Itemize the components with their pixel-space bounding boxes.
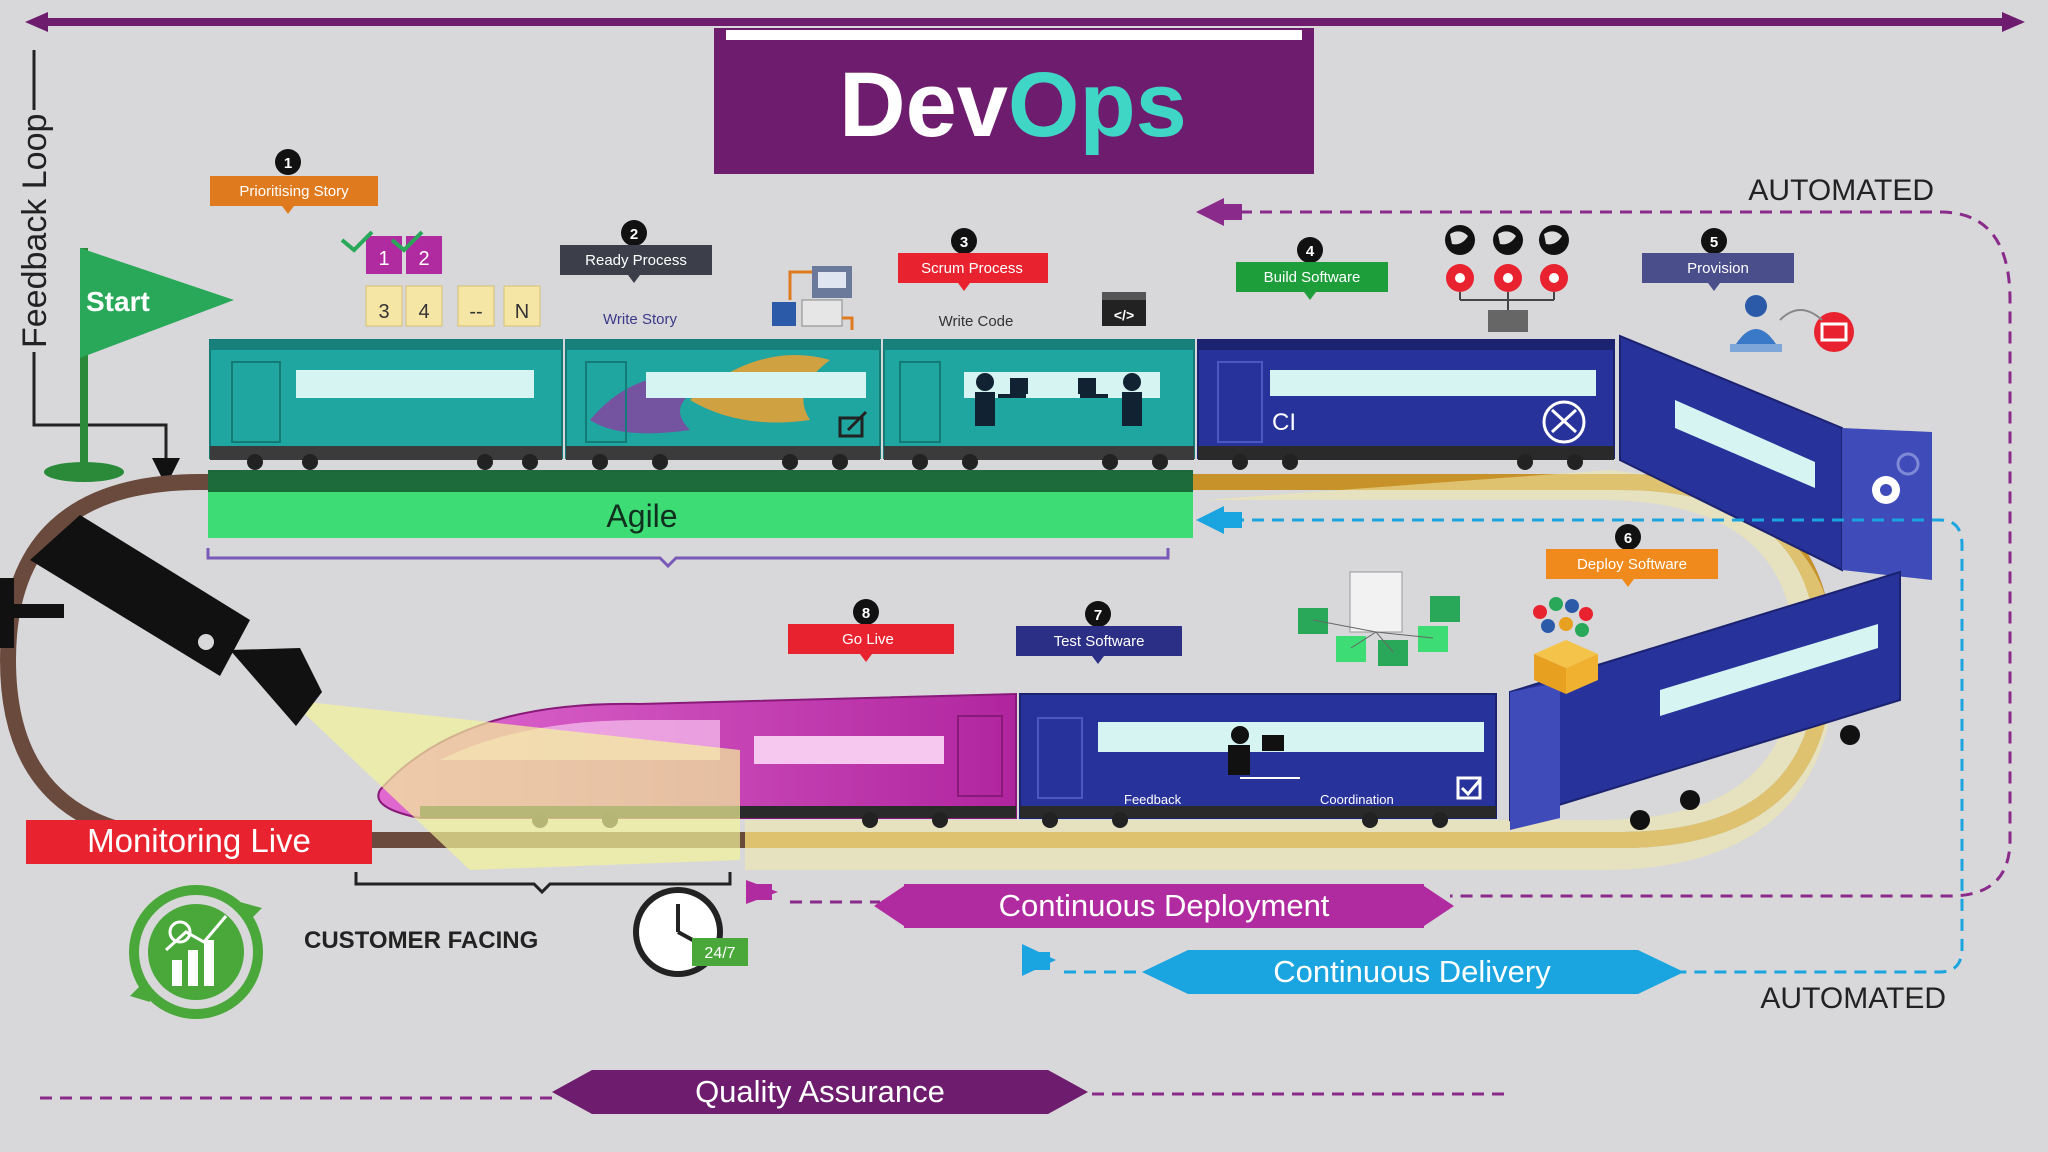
svg-text:1: 1: [284, 155, 292, 172]
title-dev: Dev: [839, 54, 1008, 156]
svg-text:3: 3: [960, 234, 968, 251]
backlog-card: 3: [378, 301, 389, 323]
developers-icon: [975, 373, 1142, 426]
build-globes-icon: [1445, 225, 1569, 255]
svg-text:</>: </>: [1114, 307, 1134, 323]
svg-text:2: 2: [630, 226, 638, 243]
title-ops: Ops: [1008, 54, 1187, 156]
automated-bottom-flow: AUTOMATED: [1196, 506, 1964, 1015]
coordination-icon: [1228, 726, 1284, 775]
write-story-label: Write Story: [603, 311, 677, 328]
edit-icon: [838, 410, 868, 438]
clock-icon: 24/7: [633, 887, 748, 977]
start-label: Start: [86, 286, 150, 317]
step-8: 8 Go Live: [788, 599, 954, 662]
coordination-text: Coordination: [1320, 792, 1394, 807]
step-4: 4 Build Software: [1236, 237, 1388, 300]
customer-facing-bracket: [354, 872, 732, 895]
continuous-deployment-label: Continuous Deployment: [999, 888, 1330, 923]
step-5: 5 Provision: [1642, 228, 1794, 291]
title-banner: DevOps: [714, 28, 1314, 174]
clock-badge: 24/7: [704, 945, 735, 962]
backlog-card: --: [469, 301, 482, 323]
step-label: Test Software: [1054, 633, 1145, 650]
step-label: Deploy Software: [1577, 556, 1687, 573]
analytics-cycle-icon: [129, 885, 263, 1019]
backlog-cards: 1 2 3 4 -- N: [340, 230, 541, 327]
top-arrow-line: [25, 12, 2025, 32]
step-label: Provision: [1687, 260, 1749, 277]
teal-car-1: [209, 339, 563, 470]
provision-car: [1619, 334, 1932, 580]
teal-car-2: [565, 339, 881, 470]
backlog-card: N: [515, 301, 529, 323]
continuous-delivery-banner: Continuous Delivery: [1022, 944, 1684, 994]
deploy-car: [1509, 570, 1901, 830]
upper-train: CI: [209, 334, 1932, 580]
check-icon: [390, 230, 424, 253]
arrow-left-icon: [1196, 506, 1224, 534]
step-label: Build Software: [1264, 269, 1361, 286]
quality-assurance-label: Quality Assurance: [695, 1074, 945, 1109]
feedback-text: Feedback: [1124, 792, 1182, 807]
backlog-card: 1: [378, 248, 389, 270]
test-car: Feedback Coordination: [1019, 693, 1497, 828]
agile-label: Agile: [606, 498, 677, 534]
deploy-cube-icon: [1533, 597, 1598, 694]
feedback-loop-line: Feedback Loop: [16, 50, 180, 486]
continuous-deployment-banner: Continuous Deployment: [746, 880, 1454, 928]
write-code-label: Write Code: [939, 313, 1014, 330]
camera-icon: [0, 515, 740, 870]
automated-top-label: AUTOMATED: [1748, 174, 1934, 207]
step-label: Ready Process: [585, 252, 687, 269]
arrow-left-icon: [1196, 198, 1224, 226]
step-6: 6 Deploy Software: [1546, 524, 1718, 587]
backlog-card: 4: [418, 301, 429, 323]
backlog-card: 2: [418, 248, 429, 270]
document-flow-icon: [772, 266, 854, 330]
page-title: DevOps: [839, 54, 1187, 156]
step-label: Scrum Process: [921, 260, 1023, 277]
provision-icon: [1730, 295, 1854, 352]
monitoring-live-banner: Monitoring Live: [26, 820, 372, 864]
automated-bottom-label: AUTOMATED: [1760, 982, 1946, 1015]
svg-text:7: 7: [1094, 607, 1102, 624]
step-7: 7 Test Software: [1016, 601, 1182, 664]
svg-text:8: 8: [862, 605, 870, 622]
svg-text:4: 4: [1306, 243, 1315, 260]
svg-text:6: 6: [1624, 530, 1632, 547]
code-icon: </>: [1102, 292, 1146, 326]
step-label: Go Live: [842, 631, 894, 648]
continuous-delivery-label: Continuous Delivery: [1273, 954, 1551, 989]
step-label: Prioritising Story: [239, 183, 349, 200]
ci-car: CI: [1197, 339, 1615, 470]
agile-bar: Agile: [206, 470, 1193, 569]
teal-car-3: [883, 339, 1195, 470]
feedback-loop-label: Feedback Loop: [16, 114, 54, 348]
quality-assurance-banner: Quality Assurance: [40, 1070, 1506, 1114]
start-flag: Start: [44, 248, 234, 482]
checkbox-icon: [1456, 776, 1482, 800]
gear-icon: [1872, 476, 1900, 504]
ci-label: CI: [1272, 409, 1296, 436]
arrow-down-icon: [152, 458, 180, 486]
customer-facing-label: CUSTOMER FACING: [304, 927, 538, 954]
step-2: 2 Ready Process: [560, 220, 712, 283]
step-3: 3 Scrum Process: [898, 228, 1048, 291]
monitoring-live-label: Monitoring Live: [87, 822, 311, 859]
step-1: 1 Prioritising Story: [210, 149, 378, 214]
automated-top-flow: AUTOMATED: [1196, 174, 2012, 898]
svg-text:5: 5: [1710, 234, 1718, 251]
build-gears-icon: [1446, 264, 1568, 332]
tools-icon: [1542, 400, 1586, 444]
check-icon: [340, 230, 374, 253]
network-docs-icon: [1298, 571, 1460, 666]
